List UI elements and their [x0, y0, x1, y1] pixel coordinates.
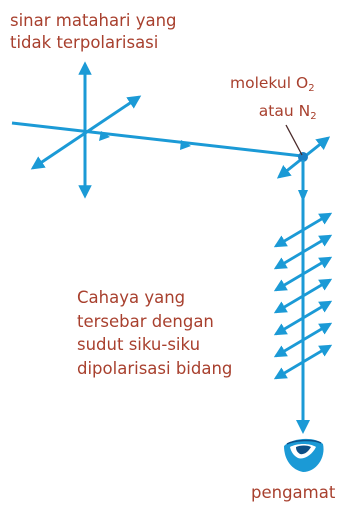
molecule-label-n2-sub: 2 — [310, 111, 317, 122]
incoming-ray-arrowhead-2 — [99, 131, 110, 141]
source-label-line1: sinar matahari yang — [10, 11, 177, 30]
scattered-label: Cahaya yang tersebar dengan sudut siku-s… — [77, 286, 232, 380]
scattered-ray-arrowhead-top — [298, 190, 308, 202]
molecule-label: molekul O2 atau N2 — [230, 72, 317, 128]
incoming-ray-arrowhead-1 — [180, 140, 191, 150]
polarization-arrows — [273, 212, 333, 380]
molecule-icon — [298, 152, 308, 162]
molecule-label-o2: molekul O — [230, 74, 309, 92]
scattered-label-line4: dipolarisasi bidang — [77, 358, 233, 378]
source-label: sinar matahari yang tidak terpolarisasi — [10, 10, 177, 54]
molecule-label-o2-sub: 2 — [308, 83, 315, 94]
scattered-label-line2: tersebar dengan — [77, 311, 214, 331]
molecule-pointer — [285, 124, 303, 156]
molecule-label-line1: molekul O2 — [230, 72, 315, 100]
source-label-line2: tidak terpolarisasi — [10, 33, 159, 52]
scattered-label-line3: sudut siku-siku — [77, 335, 201, 354]
observer-label: pengamat — [251, 483, 336, 502]
incoming-ray — [11, 121, 303, 158]
polarization-arrow-7 — [273, 344, 333, 380]
scattered-label-line1: Cahaya yang — [77, 288, 186, 307]
molecule-label-n2: atau N — [258, 102, 311, 120]
molecule-label-line2: atau N2 — [230, 100, 317, 128]
scattered-ray-arrowhead — [296, 420, 310, 434]
eye-icon — [284, 438, 324, 472]
